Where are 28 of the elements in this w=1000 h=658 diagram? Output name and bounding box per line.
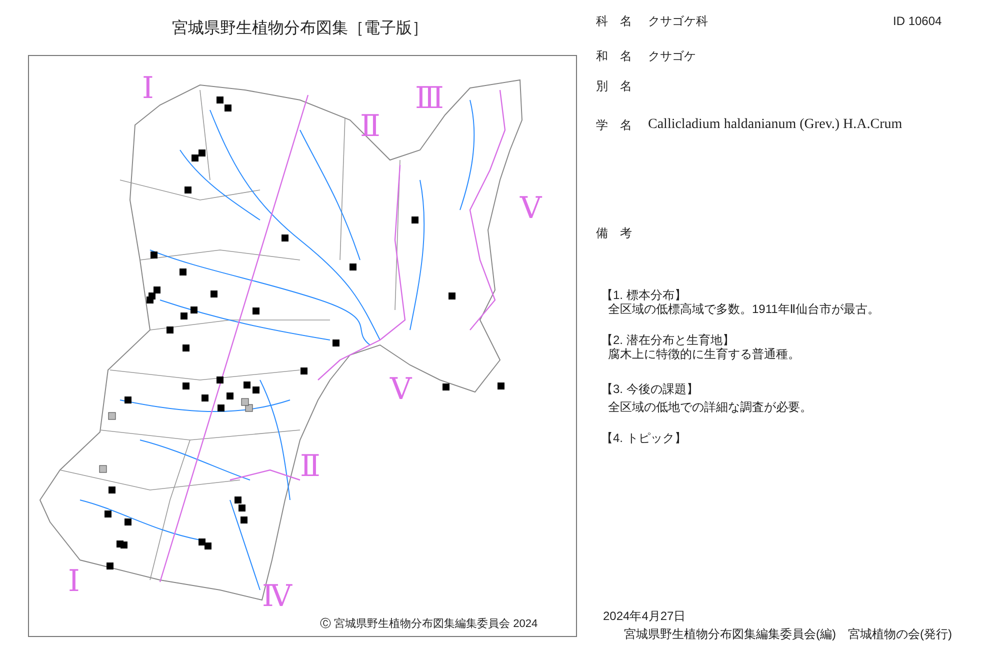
region-numeral: Ⅱ xyxy=(360,110,380,143)
info-text: 別 名 xyxy=(596,80,632,94)
info-text: 備 考 xyxy=(596,227,632,240)
region-numeral: Ⅰ xyxy=(68,565,80,598)
info-text: 学 名 xyxy=(596,119,632,132)
info-text: 2024年4月27日 xyxy=(603,610,686,624)
info-text: 和 名 xyxy=(596,50,632,64)
info-text: 【4. トピック】 xyxy=(601,432,686,446)
region-numeral: Ⅱ xyxy=(300,450,320,483)
region-numeral: Ⅴ xyxy=(390,373,412,406)
copyright-text: Ⓒ 宮城県野生植物分布図集編集委員会 2024 xyxy=(320,618,538,630)
info-text: Callicladium haldanianum (Grev.) H.A.Crum xyxy=(648,117,902,132)
region-numeral: Ⅴ xyxy=(520,192,542,225)
info-text: 宮城県野生植物分布図集編集委員会(編) 宮城植物の会(発行) xyxy=(624,628,952,642)
region-numeral: Ⅲ xyxy=(415,82,444,115)
info-text: 全区域の低地での詳細な調査が必要。 xyxy=(608,401,812,414)
info-text: ID 10604 xyxy=(893,15,942,28)
info-text: 腐木上に特徴的に生育する普通種。 xyxy=(608,348,800,362)
map-title: 宮城県野生植物分布図集［電子版］ xyxy=(171,18,429,39)
info-text: 【2. 潜在分布と生育地】 xyxy=(601,334,734,348)
info-text: 【1. 標本分布】 xyxy=(601,289,686,302)
info-text: 科 名 xyxy=(596,15,632,28)
info-text: 全区域の低標高域で多数。1911年Ⅱ仙台市が最古。 xyxy=(608,303,880,316)
region-numeral: Ⅰ xyxy=(142,72,154,105)
region-numeral: Ⅳ xyxy=(262,580,292,613)
info-text: クサゴケ科 xyxy=(648,15,708,28)
info-text: 【3. 今後の課題】 xyxy=(601,383,698,396)
info-text: クサゴケ xyxy=(648,50,696,64)
